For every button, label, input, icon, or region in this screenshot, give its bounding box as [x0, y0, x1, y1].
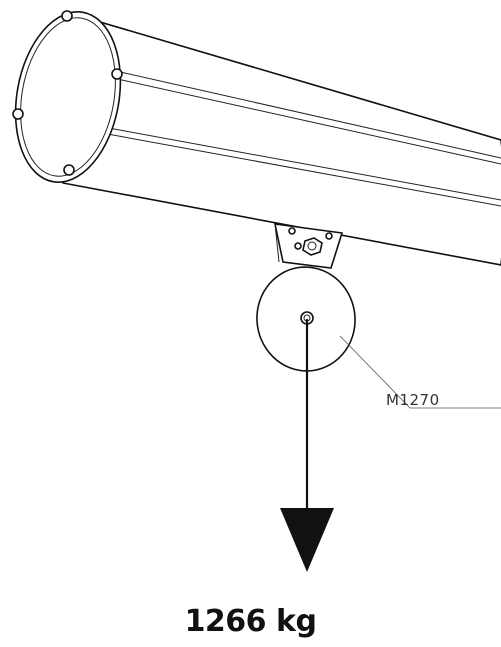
clamp-bracket — [273, 223, 344, 269]
leader-line — [339, 335, 501, 409]
disc-plate — [256, 266, 356, 372]
arrowhead-down-icon — [280, 508, 334, 572]
hex-bolt-icon — [302, 237, 323, 256]
load-arrow — [280, 318, 334, 572]
groove-notch-bottom — [63, 164, 75, 176]
groove-notch-top — [61, 10, 73, 22]
bracket-hole — [288, 227, 296, 235]
bracket-hole — [294, 242, 302, 250]
part-label: M1270 — [386, 391, 440, 409]
load-value: 1266 kg — [184, 604, 317, 639]
groove-notch-right — [111, 68, 123, 80]
tube-open-end — [12, 10, 123, 183]
bracket-hole — [325, 232, 333, 240]
groove-notch-left — [12, 108, 24, 120]
